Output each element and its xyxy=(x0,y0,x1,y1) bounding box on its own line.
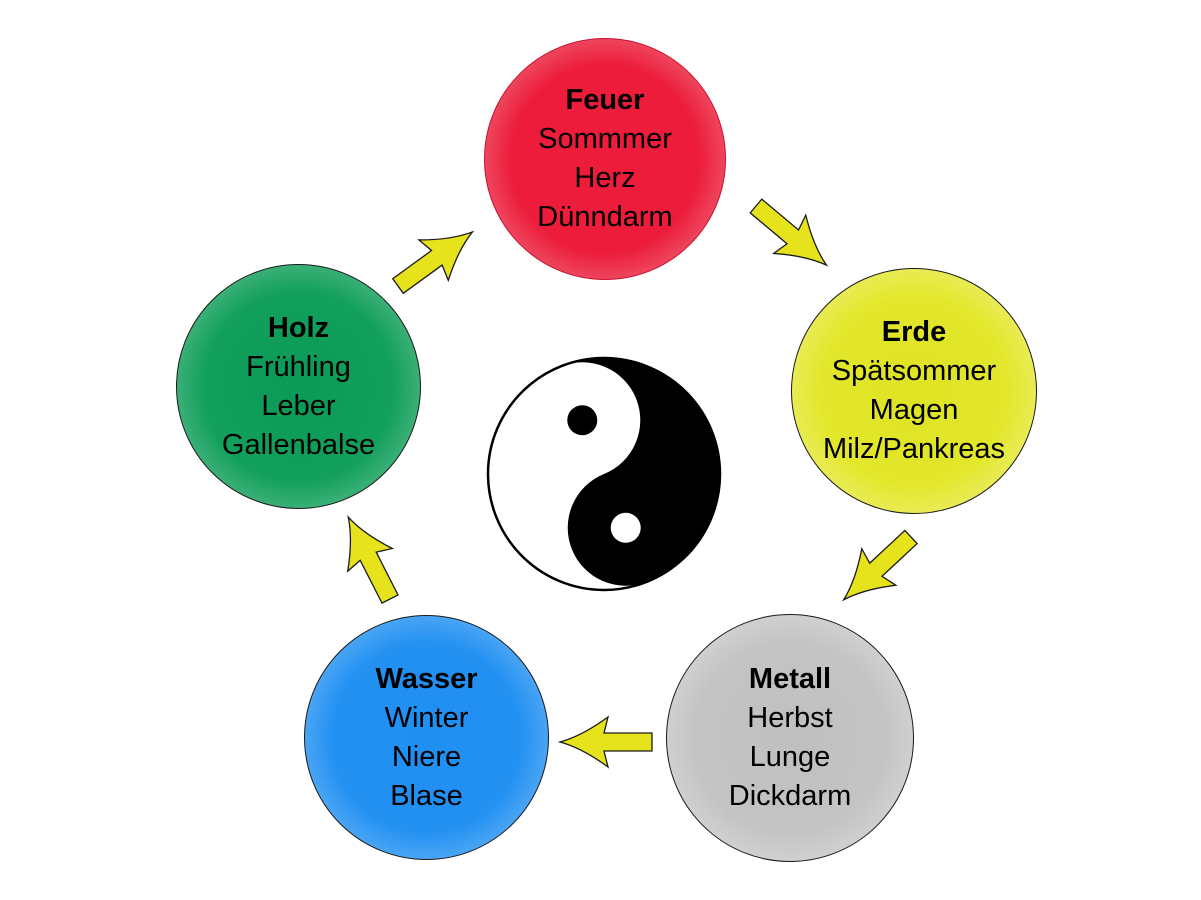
element-feuer: Feuer Sommmer Herz Dünndarm xyxy=(484,38,726,280)
element-season: Sommmer xyxy=(538,123,672,155)
element-name: Wasser xyxy=(375,662,478,695)
element-season: Herbst xyxy=(747,702,833,734)
element-name: Erde xyxy=(881,316,947,348)
element-organ: Lunge xyxy=(749,741,831,773)
element-organ: Milz/Pankreas xyxy=(822,433,1006,465)
element-erde: Erde Spätsommer Magen Milz/Pankreas xyxy=(791,268,1037,514)
element-organ: Dünndarm xyxy=(537,201,673,233)
element-organ: Gallenbalse xyxy=(221,428,376,461)
element-organ: Blase xyxy=(390,779,463,812)
element-organ: Niere xyxy=(391,740,462,773)
element-season: Winter xyxy=(384,701,469,734)
element-wasser: Wasser Winter Niere Blase xyxy=(304,615,549,860)
element-organ: Magen xyxy=(869,394,959,426)
element-organ: Dickdarm xyxy=(728,780,852,812)
element-season: Frühling xyxy=(246,350,351,383)
element-name: Holz xyxy=(267,311,330,344)
element-name: Feuer xyxy=(565,84,645,116)
element-metall: Metall Herbst Lunge Dickdarm xyxy=(666,614,914,862)
element-organ: Leber xyxy=(261,389,336,422)
element-organ: Herz xyxy=(574,162,636,194)
element-name: Metall xyxy=(748,663,832,695)
element-season: Spätsommer xyxy=(831,355,997,387)
element-holz: Holz Frühling Leber Gallenbalse xyxy=(176,264,421,509)
